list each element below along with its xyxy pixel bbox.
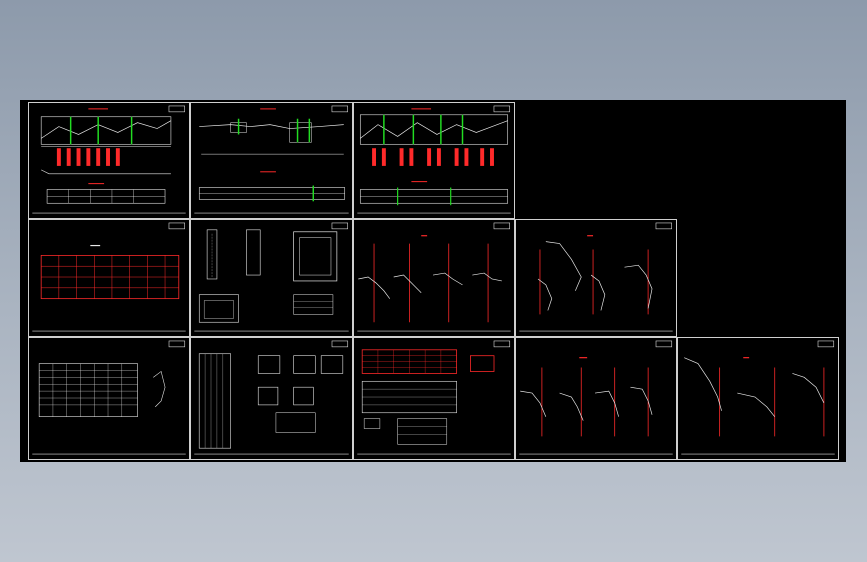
drawing-sheet-2[interactable] xyxy=(190,102,353,219)
drawing-sheet-3[interactable] xyxy=(353,102,515,219)
profile-drawing xyxy=(357,105,511,214)
drawing-sheet-4[interactable] xyxy=(28,219,190,337)
profile-drawing xyxy=(32,105,186,214)
profile-drawing-long xyxy=(194,105,349,214)
drawing-sheet-11[interactable] xyxy=(515,337,677,460)
drawing-sheet-6[interactable] xyxy=(353,219,515,337)
slope-lines-drawing xyxy=(357,222,511,332)
slope-lines-drawing xyxy=(519,340,673,455)
drawing-sheet-1[interactable] xyxy=(28,102,190,219)
box-section-drawing xyxy=(194,222,349,332)
quantity-table-drawing xyxy=(357,340,511,455)
data-table-drawing xyxy=(32,340,186,455)
drawing-sheet-10[interactable] xyxy=(353,337,515,460)
slope-lines-drawing xyxy=(519,222,673,332)
drawing-sheet-7[interactable] xyxy=(515,219,677,337)
rebar-details-drawing xyxy=(194,340,349,455)
drawing-sheet-8[interactable] xyxy=(28,337,190,460)
model-space-canvas[interactable] xyxy=(20,100,846,462)
red-table-drawing xyxy=(32,222,186,332)
slope-lines-drawing xyxy=(681,340,835,455)
drawing-sheet-5[interactable] xyxy=(190,219,353,337)
drawing-sheet-12[interactable] xyxy=(677,337,839,460)
drawing-sheet-9[interactable] xyxy=(190,337,353,460)
